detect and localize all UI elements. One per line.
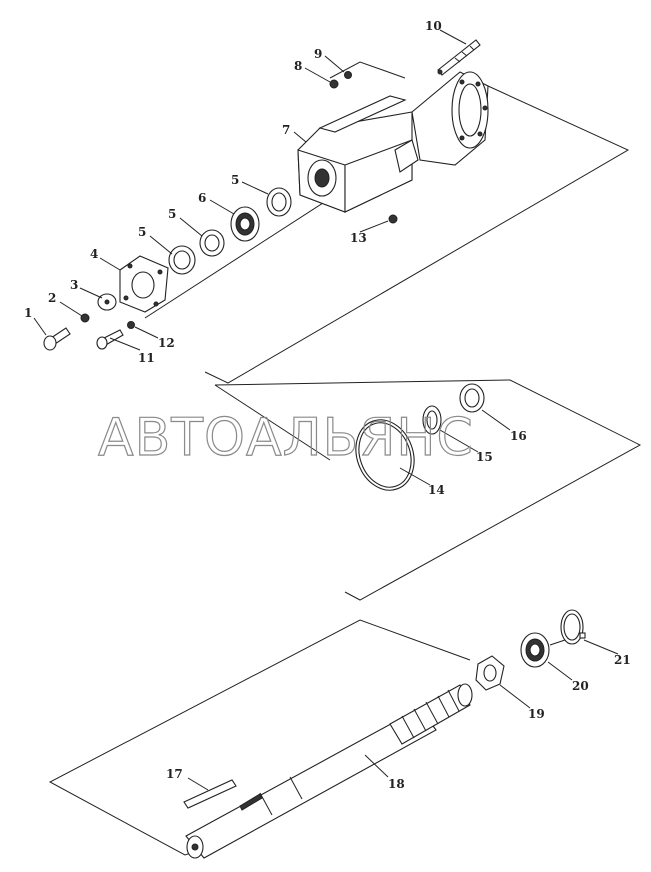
callout-12: 12 [158, 336, 175, 350]
callout-9: 9 [314, 47, 322, 61]
ring-upper [266, 187, 292, 217]
ring-middle [199, 229, 225, 257]
watermark-text: АВТОАЛЬЯНС [98, 408, 474, 468]
callout-18: 18 [388, 777, 405, 791]
lock-plate-part [97, 293, 117, 311]
callout-11: 11 [138, 351, 155, 365]
bearing-part-20 [520, 632, 550, 668]
callout-4: 4 [90, 247, 98, 261]
seal-part [459, 383, 485, 413]
callout-17: 17 [166, 767, 183, 781]
assembly-frame-middle [214, 379, 642, 601]
assembly-frame-lower [48, 619, 566, 856]
callout-1: 1 [24, 306, 32, 320]
bolt-part [43, 327, 71, 351]
callout-14: 14 [428, 483, 445, 497]
callout-10: 10 [425, 19, 442, 33]
stud-bolt-part [437, 39, 481, 76]
callout-21: 21 [614, 653, 631, 667]
callout-5-middle: 5 [168, 207, 176, 221]
callout-16: 16 [510, 429, 527, 443]
shaft-part [185, 683, 473, 859]
plug-part [388, 214, 398, 224]
callout-3: 3 [70, 278, 78, 292]
washer-part [344, 71, 352, 79]
callout-6: 6 [198, 191, 206, 205]
callout-2: 2 [48, 291, 56, 305]
callout-5-lower: 5 [138, 225, 146, 239]
flange-cover-part [119, 255, 169, 313]
callout-5-upper: 5 [231, 173, 239, 187]
ring-lower [168, 245, 196, 275]
callout-19: 19 [528, 707, 545, 721]
callout-labels: 1 2 3 4 5 5 6 5 7 8 9 10 11 12 13 14 15 … [24, 19, 631, 791]
bearing-part [230, 206, 260, 242]
circlip-part [560, 609, 586, 645]
bolt-part-11 [96, 329, 124, 350]
housing-part [297, 69, 489, 213]
assembly-frame-upper [144, 61, 630, 384]
callout-15: 15 [476, 450, 493, 464]
ring-part-15 [422, 405, 442, 435]
o-ring-part [355, 419, 415, 491]
nut-part-19 [475, 655, 505, 691]
small-washer-part [80, 313, 90, 323]
callout-7: 7 [282, 123, 290, 137]
callout-8: 8 [294, 59, 302, 73]
callout-20: 20 [572, 679, 589, 693]
callout-13: 13 [350, 231, 367, 245]
washer-part-12 [127, 321, 135, 329]
nut-part [329, 79, 339, 89]
leader-lines [33, 29, 619, 791]
key-part [183, 779, 237, 809]
